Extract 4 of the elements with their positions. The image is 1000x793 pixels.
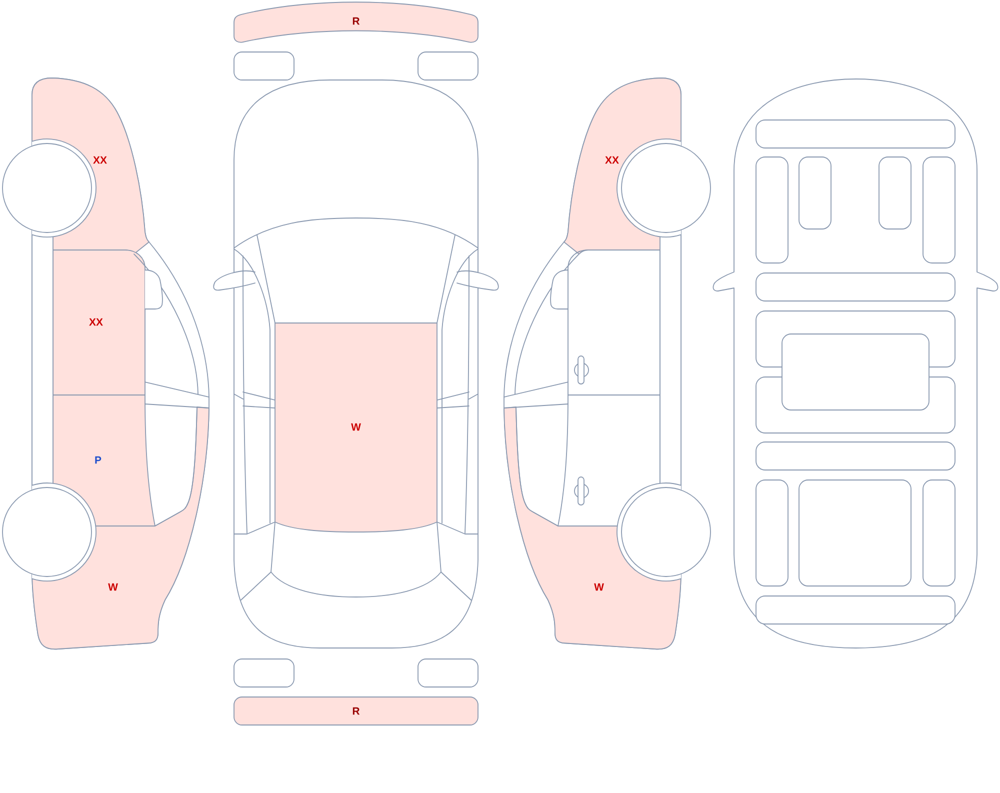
bumper-panel: R — [234, 2, 478, 43]
door-panel: XX — [52, 250, 146, 396]
roof-panel: W — [274, 322, 438, 532]
bumper-panel: R — [234, 696, 478, 726]
